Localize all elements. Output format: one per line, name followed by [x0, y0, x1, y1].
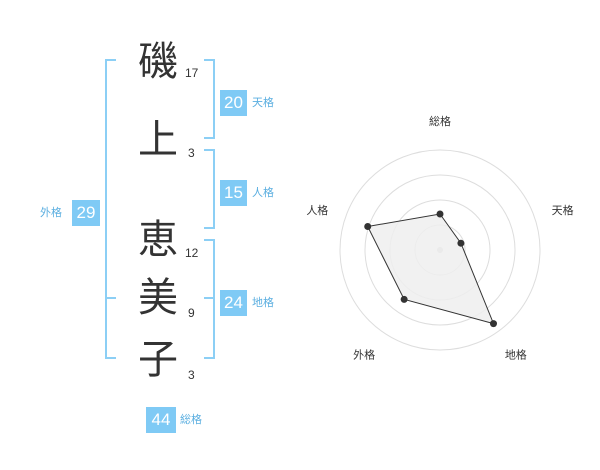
chikaku-value: 24: [220, 290, 247, 316]
jinkaku-value: 15: [220, 180, 247, 206]
radar-area: [366, 213, 495, 325]
name-char-5: 子: [138, 337, 178, 383]
radar-grid-ring: [339, 149, 541, 351]
radar-point-2: [457, 239, 465, 247]
radar-point-1: [436, 210, 444, 218]
tenkaku-value: 20: [220, 90, 247, 116]
name-char-4: 美: [138, 275, 178, 321]
radar-axis-label: 天格: [552, 203, 574, 217]
radar-point-4: [400, 295, 408, 303]
tenkaku-bracket: [204, 59, 215, 139]
gaikaku-value: 29: [72, 200, 100, 226]
radar-point-3: [489, 320, 497, 328]
stroke-count-4: 9: [188, 306, 195, 320]
jinkaku-label: 人格: [252, 186, 274, 199]
stroke-count-2: 3: [188, 146, 195, 160]
jinkaku-bracket: [204, 149, 215, 229]
radar-axis-label: 人格: [306, 203, 328, 217]
soukaku-label: 総格: [180, 413, 202, 426]
radar-axis-label: 地格: [505, 347, 527, 361]
radar-axis-label: 外格: [353, 347, 375, 361]
tenkaku-label: 天格: [252, 96, 274, 109]
name-char-1: 磯: [138, 39, 178, 85]
name-char-3: 恵: [138, 217, 178, 263]
stroke-count-1: 17: [185, 66, 199, 80]
name-char-2: 上: [138, 117, 178, 163]
gaikaku-label: 外格: [40, 206, 62, 219]
radar-axis-label: 総格: [429, 114, 451, 128]
stroke-count-5: 3: [188, 368, 195, 382]
chikaku-label: 地格: [252, 296, 274, 309]
radar-grid-ring: [364, 174, 516, 326]
gaikaku-bracket: [105, 59, 116, 359]
radar-point-5: [364, 223, 372, 231]
stroke-count-3: 12: [185, 246, 199, 260]
soukaku-value: 44: [146, 407, 176, 433]
